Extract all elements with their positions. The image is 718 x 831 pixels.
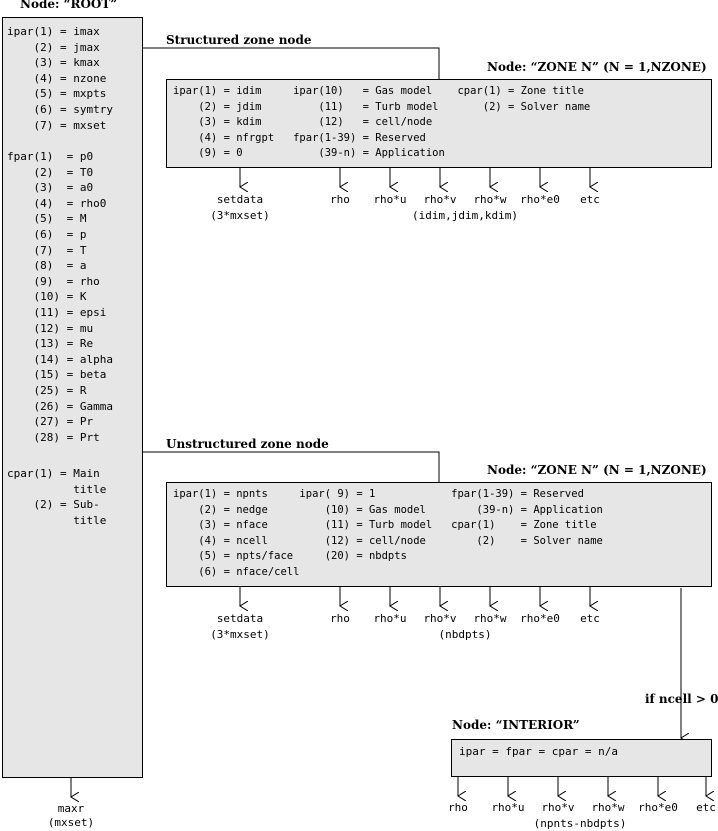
structured-child-label: rho*e0 <box>520 193 560 206</box>
unstructured-setdata-note: (3*mxset) <box>210 628 270 641</box>
unstructured-zone-title: Node: “ZONE N” (N = 1,NZONE) <box>487 463 707 477</box>
interior-node-box: ipar = fpar = cpar = n/a <box>451 739 712 777</box>
interior-child-label: rho*w <box>591 801 625 814</box>
structured-child-label: rho*u <box>373 193 407 206</box>
root-ipar-list: ipar(1) = imax (2) = jmax (3) = kmax (4)… <box>7 25 113 132</box>
structured-zone-box: ipar(1) = idim ipar(10) = Gas model cpar… <box>166 79 712 168</box>
structured-zone-title: Node: “ZONE N” (N = 1,NZONE) <box>487 60 707 74</box>
interior-condition-label: if ncell > 0 <box>645 692 718 706</box>
root-node-title: Node: “ROOT” <box>20 0 118 11</box>
structured-dims-note: (idim,jdim,kdim) <box>412 209 518 222</box>
unstructured-child-label: rho*e0 <box>520 612 560 625</box>
interior-child-label: rho*e0 <box>638 801 678 814</box>
unstructured-child-label: etc <box>580 612 600 625</box>
structured-child-label: setdata <box>216 193 264 206</box>
unstructured-child-label: setdata <box>216 612 264 625</box>
interior-params: ipar = fpar = cpar = n/a <box>459 745 618 758</box>
unstructured-dims-note: (nbdpts) <box>438 628 492 641</box>
unstructured-zone-box: ipar(1) = npnts ipar( 9) = 1 fpar(1-39) … <box>166 482 712 587</box>
interior-child-label: rho <box>448 801 468 814</box>
root-node-box: ipar(1) = imax (2) = jmax (3) = kmax (4)… <box>2 17 143 778</box>
root-fpar-list: fpar(1) = p0 (2) = T0 (3) = a0 (4) = rho… <box>7 150 113 444</box>
unstructured-child-label: rho <box>330 612 350 625</box>
interior-child-label: rho*v <box>541 801 575 814</box>
structured-branch-label: Structured zone node <box>166 33 312 47</box>
unstructured-child-label: rho*u <box>373 612 407 625</box>
root-cpar-list: cpar(1) = Main title (2) = Sub- title <box>7 467 107 527</box>
structured-params: ipar(1) = idim ipar(10) = Gas model cpar… <box>173 85 591 160</box>
unstructured-child-label: rho*w <box>473 612 507 625</box>
structured-child-label: rho*v <box>423 193 457 206</box>
unstructured-child-label: rho*v <box>423 612 457 625</box>
interior-child-label: rho*u <box>491 801 525 814</box>
structured-child-label: rho*w <box>473 193 507 206</box>
interior-node-title: Node: “INTERIOR” <box>452 718 580 732</box>
structured-setdata-note: (3*mxset) <box>210 209 270 222</box>
unstructured-branch-label: Unstructured zone node <box>166 437 329 451</box>
structured-child-label: rho <box>330 193 350 206</box>
root-child-maxr: maxr (mxset) <box>47 802 95 829</box>
interior-child-label: etc <box>696 801 716 814</box>
unstructured-params: ipar(1) = npnts ipar( 9) = 1 fpar(1-39) … <box>173 488 603 578</box>
interior-dims-note: (npnts-nbdpts) <box>533 817 627 830</box>
structured-child-label: etc <box>580 193 600 206</box>
